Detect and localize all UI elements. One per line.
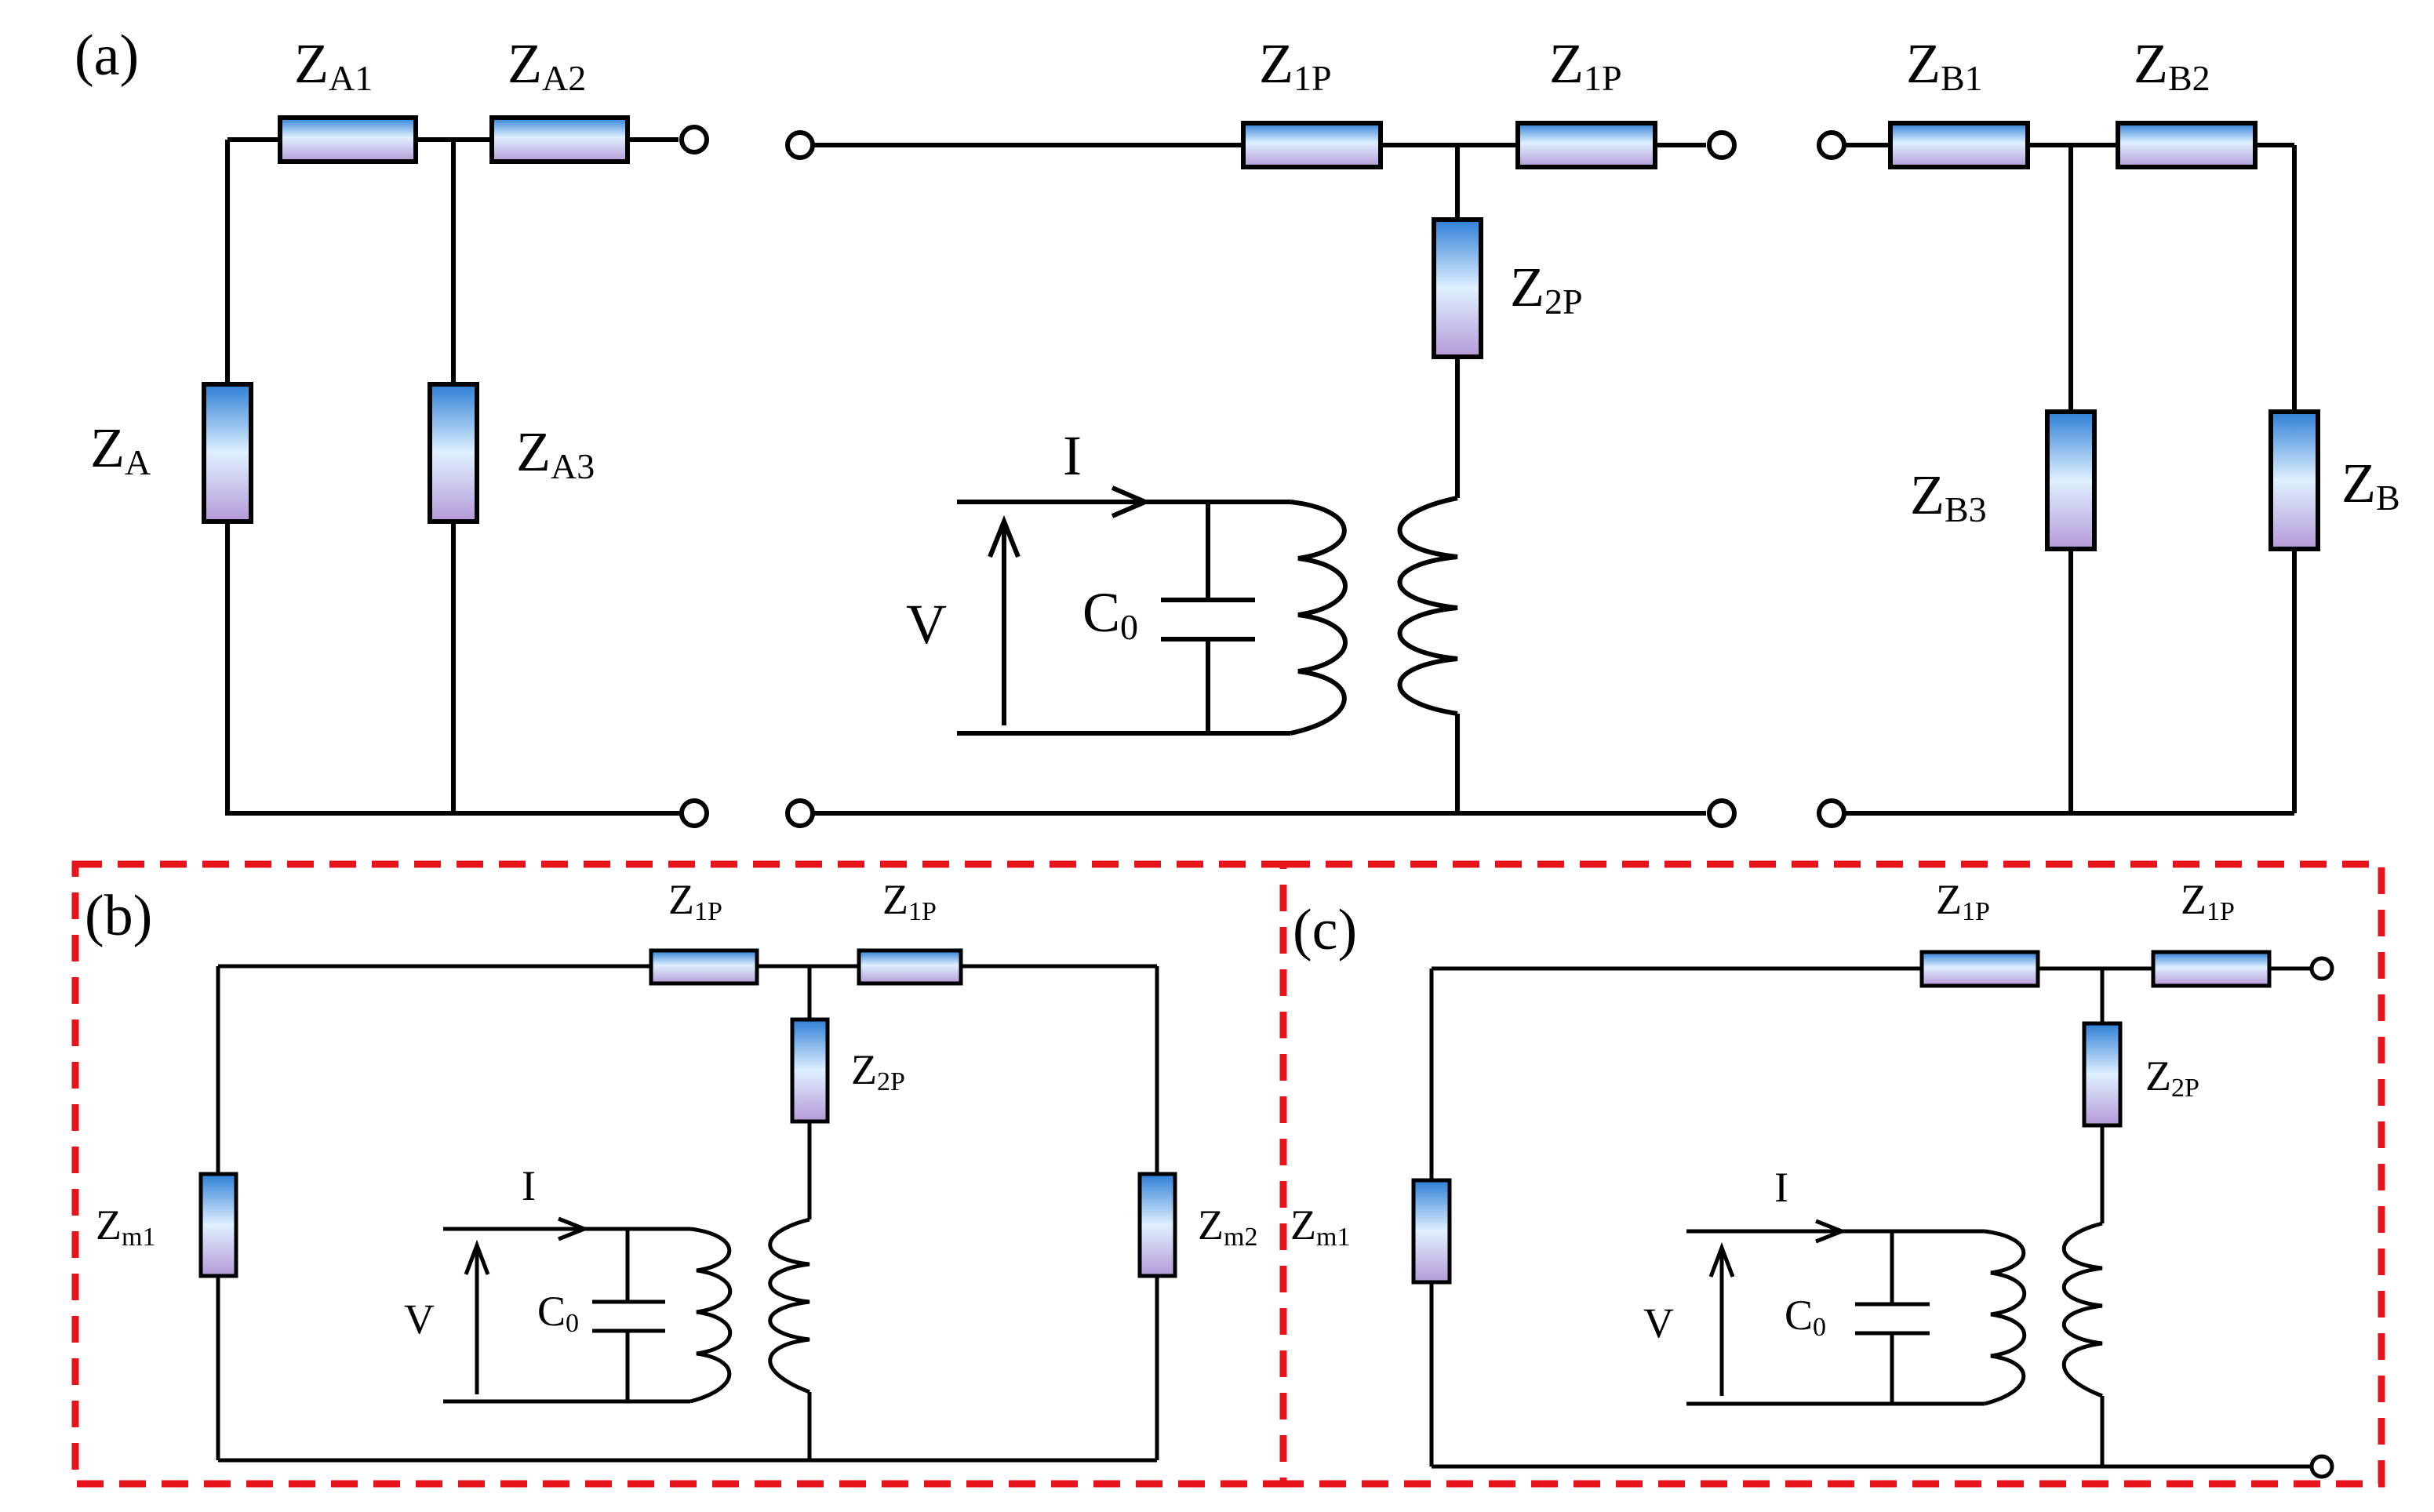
- label-ZB2: ZB2: [2134, 32, 2210, 98]
- terminal: [1707, 798, 1737, 828]
- resistor-Z1P-right: [857, 948, 963, 986]
- label-V: V: [1643, 1299, 1674, 1347]
- resistor-ZB3: [2045, 409, 2097, 551]
- label-Z2P: Z2P: [851, 1046, 905, 1096]
- resistor-Z2P: [2082, 1021, 2123, 1128]
- resistor-Zm1: [198, 1172, 238, 1278]
- resistors-c: [1411, 950, 2272, 1285]
- resistor-Z2P: [790, 1017, 830, 1124]
- label-Zm2: Zm2: [1198, 1201, 1257, 1252]
- label-C0: C0: [1785, 1292, 1826, 1342]
- resistor-ZB2: [2116, 121, 2258, 169]
- label-Zm1: Zm1: [1290, 1201, 1350, 1252]
- resistor-ZA2: [489, 115, 630, 164]
- label-Z1P-right: Z1P: [2181, 876, 2235, 926]
- label-ZA3: ZA3: [516, 420, 595, 486]
- label-Z2P: Z2P: [2145, 1052, 2199, 1103]
- panel-b-border: [71, 860, 1287, 1488]
- resistors-b: [198, 948, 1177, 1278]
- resistor-ZA3: [427, 382, 479, 524]
- dashed-borders: [71, 860, 2385, 1488]
- label-Zm1: Zm1: [96, 1201, 155, 1252]
- terminal: [2309, 1454, 2334, 1479]
- label-Z1P-right: Z1P: [1549, 32, 1622, 98]
- resistor-Z1P-left: [649, 948, 759, 986]
- terminal: [785, 130, 815, 160]
- label-Z1P-left: Z1P: [1936, 876, 1990, 926]
- label-I: I: [522, 1162, 536, 1209]
- resistor-ZA: [202, 382, 253, 524]
- terminal: [2309, 956, 2334, 981]
- terminal: [1817, 798, 1846, 828]
- label-I: I: [1063, 424, 1082, 487]
- label-Z1P-right: Z1P: [882, 876, 937, 926]
- resistor-Zm2: [1137, 1172, 1177, 1278]
- resistors-a: [202, 115, 2320, 551]
- label-ZA2: ZA2: [508, 32, 586, 98]
- resistor-ZB: [2268, 409, 2320, 551]
- resistor-Z1P-left: [1919, 950, 2040, 988]
- terminals-a: [679, 125, 1846, 828]
- label-C0: C0: [1082, 581, 1138, 647]
- panel-c-label: (c): [1293, 898, 1357, 962]
- terminal: [1707, 130, 1737, 160]
- panel-b: [216, 964, 1159, 1463]
- label-ZA: ZA: [90, 416, 151, 482]
- resistor-Z2P: [1432, 217, 1483, 359]
- terminal: [785, 798, 815, 828]
- label-ZA1: ZA1: [294, 32, 373, 98]
- panel-a-label: (a): [75, 24, 139, 88]
- resistor-Z1P-right: [2151, 950, 2272, 988]
- label-ZB: ZB: [2341, 452, 2400, 518]
- label-Z2P: Z2P: [1510, 256, 1583, 322]
- label-V: V: [906, 593, 947, 656]
- label-ZB1: ZB1: [1906, 32, 1983, 98]
- resistor-Z1P-left: [1241, 121, 1383, 169]
- panel-c-border: [1279, 860, 2385, 1488]
- label-V: V: [404, 1296, 435, 1343]
- terminal: [679, 125, 709, 154]
- resistor-ZB1: [1888, 121, 2030, 169]
- label-I: I: [1774, 1164, 1788, 1211]
- terminal: [679, 798, 709, 828]
- panel-b-label: (b): [85, 884, 152, 948]
- panel-c: [1429, 966, 2310, 1469]
- label-ZB3: ZB3: [1910, 463, 1987, 529]
- resistor-ZA1: [278, 115, 418, 164]
- terminal: [1817, 130, 1846, 160]
- resistor-Z1P-right: [1515, 121, 1657, 169]
- label-C0: C0: [537, 1288, 579, 1338]
- label-Z1P-left: Z1P: [668, 876, 722, 926]
- terminals-c: [2309, 956, 2334, 1479]
- label-Z1P-left: Z1P: [1259, 32, 1332, 98]
- resistor-Zm1: [1411, 1178, 1452, 1285]
